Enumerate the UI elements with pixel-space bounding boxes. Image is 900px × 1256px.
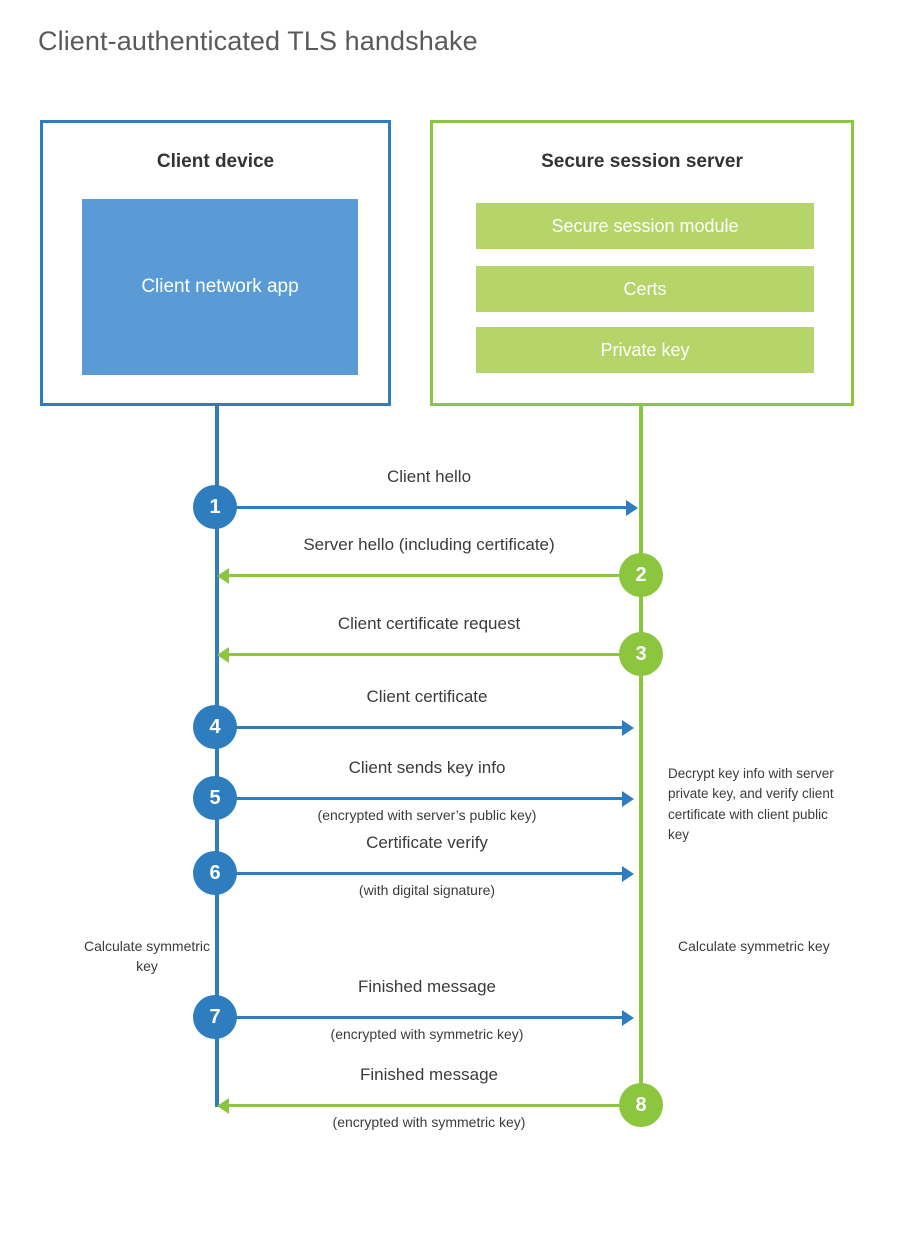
step-1-label: Client hello — [386, 467, 472, 486]
step-6-arrow-shaft — [217, 872, 622, 875]
step-7-arrow-shaft — [217, 1016, 622, 1019]
step-2-label: Server hello (including certificate) — [303, 535, 555, 554]
client-calculate-symmetric-key-annotation: Calculate symmetric key — [83, 938, 211, 975]
step-5-label: Client sends key info — [348, 758, 506, 777]
secure-session-server-box: Secure session server Secure session mod… — [430, 120, 854, 406]
step-2-arrow-head-left-icon — [217, 568, 229, 584]
step-2-number-badge: 2 — [619, 553, 663, 597]
step-5-arrow-head-right-icon — [622, 791, 634, 807]
page-title: Client-authenticated TLS handshake — [38, 26, 478, 56]
step-7-arrow-head-right-icon — [622, 1010, 634, 1026]
step-6-arrow-head-right-icon — [622, 866, 634, 882]
step-3-arrow-shaft — [229, 653, 641, 656]
step-8-number-badge: 8 — [619, 1083, 663, 1127]
step-4-arrow-shaft — [217, 726, 622, 729]
secure-session-server-title: Secure session server — [541, 151, 743, 172]
step-1-arrow-shaft — [217, 506, 626, 509]
server-lifeline — [639, 406, 643, 1107]
step-7-number-badge: 7 — [193, 995, 237, 1039]
step-4-arrow-head-right-icon — [622, 720, 634, 736]
step-4-number-badge: 4 — [193, 705, 237, 749]
step-6-number-badge: 6 — [193, 851, 237, 895]
step-7-sublabel: (encrypted with symmetric key) — [330, 1026, 524, 1042]
step-3-label: Client certificate request — [337, 614, 521, 633]
client-network-app-block: Client network app — [82, 199, 358, 375]
step-8-sublabel: (encrypted with symmetric key) — [332, 1114, 526, 1130]
step-1-number-badge: 1 — [193, 485, 237, 529]
server-item-secure-session-module: Secure session module — [476, 203, 814, 249]
step-6-label: Certificate verify — [366, 833, 488, 852]
step-6-sublabel: (with digital signature) — [358, 882, 496, 898]
step-8-arrow-head-left-icon — [217, 1098, 229, 1114]
step-5-sublabel: (encrypted with server’s public key) — [317, 807, 537, 823]
step-8-arrow-shaft — [229, 1104, 641, 1107]
step-7-label: Finished message — [358, 977, 496, 996]
step-3-arrow-head-left-icon — [217, 647, 229, 663]
step-8-label: Finished message — [360, 1065, 498, 1084]
step-4-label: Client certificate — [366, 687, 488, 706]
server-item-certs: Certs — [476, 266, 814, 312]
client-lifeline — [215, 406, 219, 1107]
step-5-arrow-shaft — [217, 797, 622, 800]
client-device-box: Client device Client network app — [40, 120, 391, 406]
step-3-number-badge: 3 — [619, 632, 663, 676]
server-decrypt-annotation: Decrypt key info with server private key… — [668, 766, 834, 842]
client-device-title: Client device — [156, 151, 275, 172]
step-5-number-badge: 5 — [193, 776, 237, 820]
step-2-arrow-shaft — [229, 574, 641, 577]
step-1-arrow-head-right-icon — [626, 500, 638, 516]
server-calculate-symmetric-key-annotation: Calculate symmetric key — [678, 938, 830, 954]
server-item-private-key: Private key — [476, 327, 814, 373]
